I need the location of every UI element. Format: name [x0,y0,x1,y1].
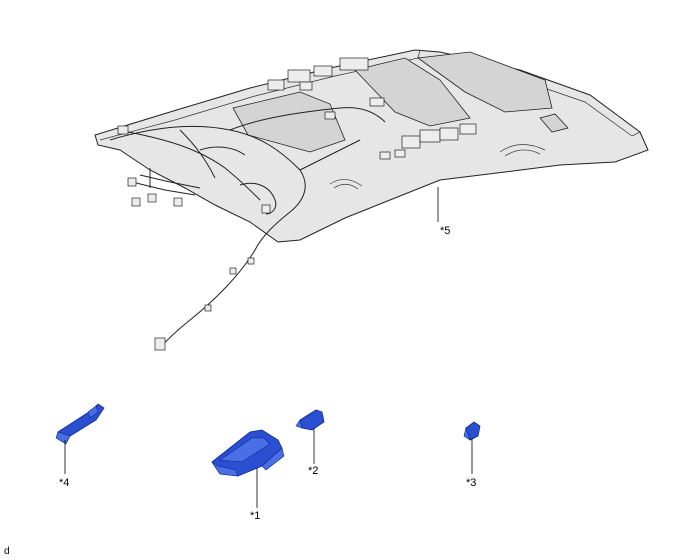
part-2 [295,409,325,431]
sound-pad [354,57,471,127]
figure-code: d [4,546,10,557]
part-1 [211,429,285,477]
callout-3: *3 [466,477,477,489]
part-4 [55,403,105,445]
wire-harness [109,107,386,351]
callout-4: *4 [59,477,70,489]
callout-5: *5 [440,225,451,237]
callout-2: *2 [308,465,319,477]
callout-1: *1 [250,510,261,522]
sound-pad [539,113,569,133]
clip-group [267,57,477,160]
roof-headliner [94,49,649,351]
sound-pad [416,51,553,113]
part-3 [463,421,481,441]
